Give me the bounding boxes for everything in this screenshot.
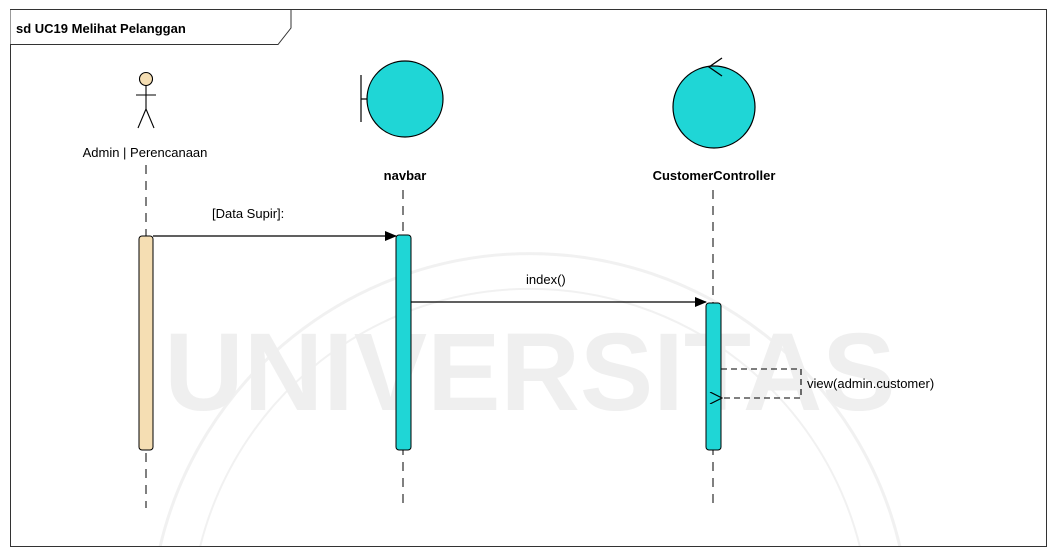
frame-title: sd UC19 Melihat Pelanggan: [16, 21, 186, 36]
message-label-view: view(admin.customer): [807, 376, 934, 391]
watermark: UNIVERSITAS: [158, 252, 902, 548]
controller-name: CustomerController: [653, 168, 776, 183]
actor-name: Admin | Perencanaan: [83, 145, 208, 160]
stick-figure-icon: [136, 71, 156, 129]
actor-activation-bar: [138, 235, 154, 451]
message-label-data-supir: [Data Supir]:: [212, 206, 284, 221]
boundary-icon: [360, 60, 444, 138]
controller-activation-bar: [705, 302, 722, 451]
message-label-index: index(): [526, 272, 566, 287]
frame-title-tab: [10, 9, 292, 45]
watermark-text: UNIVERSITAS: [164, 311, 895, 434]
navbar-name: navbar: [384, 168, 427, 183]
message-arrow-view: [721, 368, 802, 398]
control-icon: [672, 57, 756, 149]
navbar-activation-bar: [395, 234, 412, 451]
